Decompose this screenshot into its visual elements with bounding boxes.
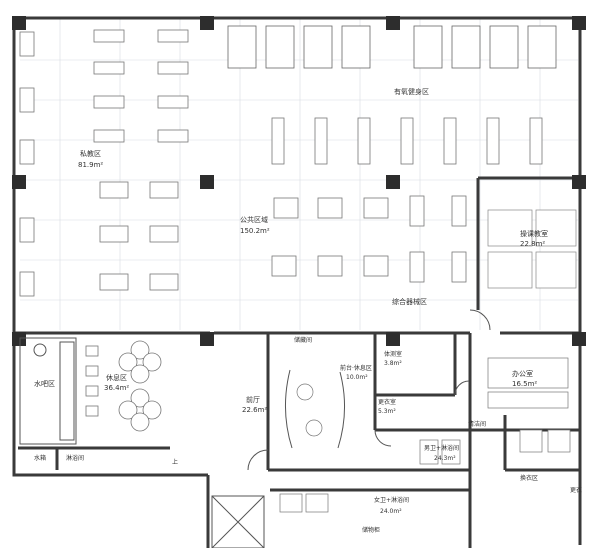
label-locker: 更衣室	[378, 398, 396, 406]
label-women-area: 24.0m²	[380, 508, 402, 515]
doors	[247, 309, 491, 471]
label-up: 上	[172, 458, 178, 466]
label-rest-area: 36.4m²	[104, 384, 129, 392]
label-disabled: 更衣	[570, 486, 582, 494]
label-group-area: 22.8m²	[520, 240, 545, 248]
label-front-desk: 前台·休息区	[340, 364, 372, 372]
label-group: 操课教室	[520, 229, 548, 238]
bikes	[271, 117, 543, 165]
label-shower: 淋浴间	[66, 454, 84, 462]
label-men: 男卫+淋浴间	[424, 444, 459, 452]
office-furniture	[487, 357, 569, 409]
label-private-area: 81.9m²	[78, 161, 103, 169]
label-men-area: 24.3m²	[434, 455, 456, 462]
label-locker-area: 5.3m²	[378, 408, 396, 415]
label-lobby: 前厅	[246, 395, 260, 404]
label-front-area: 10.0m²	[346, 374, 368, 381]
restroom-stalls	[279, 429, 571, 513]
interior-walls	[14, 176, 580, 548]
label-wc-small: 水箱	[34, 454, 46, 462]
floor-grid	[20, 18, 578, 330]
private-stations	[19, 29, 189, 297]
label-public-area: 150.2m²	[240, 227, 270, 235]
water-bar	[19, 337, 77, 445]
label-women: 女卫+淋浴间	[374, 496, 409, 504]
treadmills	[227, 25, 557, 69]
label-rest: 休息区	[106, 373, 127, 382]
label-cabinet: 储物柜	[362, 526, 380, 534]
rest-tables	[85, 340, 162, 432]
label-office-area: 16.5m²	[512, 380, 537, 388]
label-physio: 体测室	[384, 350, 402, 358]
lobby-seating	[284, 369, 346, 449]
label-public: 公共区域	[240, 215, 268, 224]
public-machines	[271, 195, 467, 283]
label-cardio: 有氧健身区	[394, 87, 429, 96]
columns	[12, 16, 586, 346]
stairwell	[211, 495, 265, 548]
label-functional: 综合器械区	[392, 297, 427, 306]
label-cleaning: 清洁间	[468, 420, 486, 428]
label-office: 办公室	[512, 369, 533, 378]
label-physio-area: 3.8m²	[384, 360, 402, 367]
label-water-bar: 水吧区	[34, 379, 55, 388]
class-mats	[487, 209, 577, 289]
label-storage: 储藏间	[294, 336, 312, 344]
label-private: 私教区	[80, 149, 101, 158]
room-labels: 有氧健身区 私教区 81.9m² 公共区域 150.2m² 综合器械区 操课教室…	[34, 87, 582, 534]
label-shoe: 换衣区	[520, 474, 538, 482]
label-lobby-area: 22.6m²	[242, 406, 267, 414]
